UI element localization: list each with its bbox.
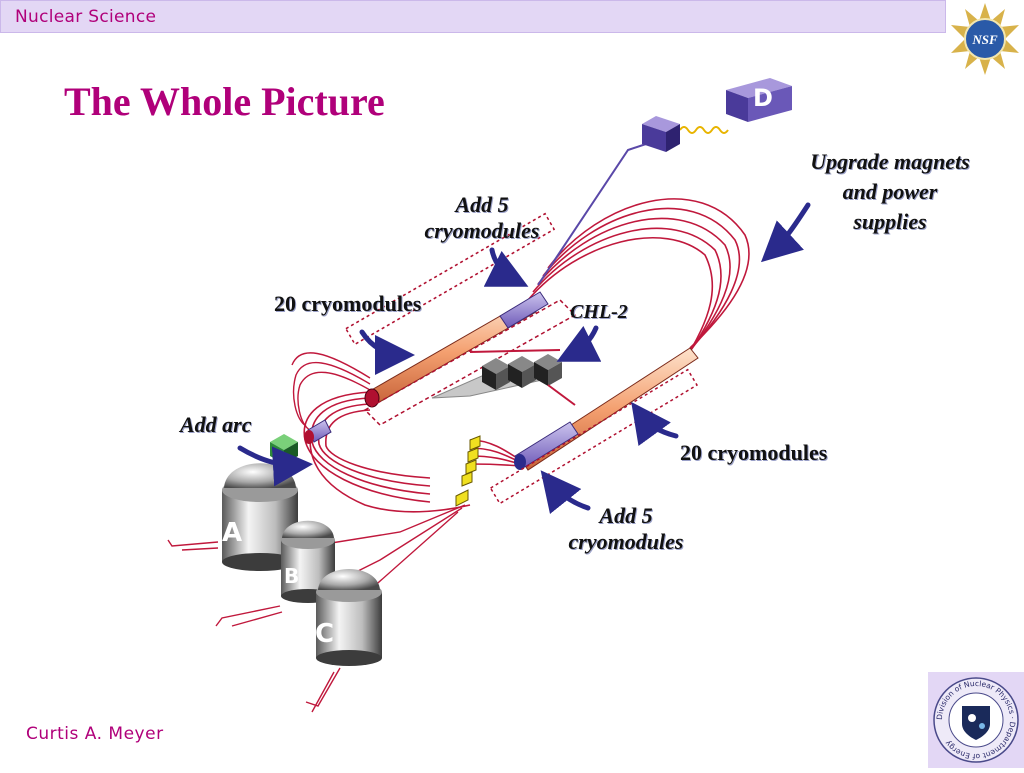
injector-cube [270, 434, 298, 464]
label-add-arc: Add arc [180, 412, 252, 437]
south-linac [489, 347, 699, 505]
extraction-magnets [455, 435, 481, 507]
label-add5-top: Add 5 cryomodules [412, 192, 552, 244]
arrow-add5-bottom [540, 470, 591, 515]
west-arc-outer [291, 352, 371, 431]
label-upgrade-magnets-line1: Upgrade magnets [810, 149, 970, 174]
nsf-logo-text: NSF [971, 32, 998, 47]
hall-d [726, 78, 792, 122]
label-add5-bottom: Add 5 cryomodules [556, 503, 696, 555]
label-20cryo-left: 20 cryomodules [274, 291, 422, 316]
label-add5-bottom-line1: Add 5 [599, 503, 653, 528]
north-linac [304, 212, 556, 444]
footer-author: Curtis A. Meyer [26, 724, 164, 744]
hall-d-label: D [753, 84, 773, 112]
pointer-arrows [237, 202, 811, 515]
arrow-chl2 [556, 325, 602, 362]
hall-c-label: C [315, 619, 335, 649]
hall-d-tagger [642, 116, 680, 152]
label-upgrade-magnets: Upgrade magnets and power supplies [790, 147, 990, 237]
arrow-20cryo-left [359, 329, 415, 375]
slide-title: The Whole Picture [64, 79, 385, 124]
label-add5-bottom-line2: cryomodules [568, 529, 684, 554]
arrow-upgrade-magnets [760, 202, 811, 263]
chl2-plant [363, 299, 577, 426]
west-arc-lines [303, 391, 471, 513]
doe-logo: Division of Nuclear Physics · Department… [933, 677, 1019, 763]
label-chl2: CHL-2 [570, 301, 628, 323]
hall-d-beamline [537, 141, 653, 286]
header-bar: Nuclear Science [0, 0, 946, 33]
label-upgrade-magnets-line2: and power [842, 179, 938, 204]
arrow-add5-top [483, 247, 529, 287]
label-upgrade-magnets-line3: supplies [853, 209, 927, 234]
arrow-add-arc [237, 445, 313, 487]
east-arc-lines [527, 198, 750, 365]
arrow-20cryo-right [631, 401, 679, 446]
chl2-building-3 [534, 354, 562, 386]
label-add5-top-line2: cryomodules [424, 218, 540, 243]
hall-a-label: A [222, 518, 243, 548]
header-title: Nuclear Science [15, 7, 157, 27]
hall-c [305, 569, 382, 713]
label-20cryo-right: 20 cryomodules [680, 440, 828, 465]
chl2-building-1 [482, 358, 510, 390]
chl2-building-2 [508, 356, 536, 388]
photon-wiggle [679, 126, 729, 134]
label-add5-top-line1: Add 5 [455, 192, 509, 217]
hall-b-label: B [284, 564, 300, 588]
doe-logo-panel: Division of Nuclear Physics · Department… [928, 672, 1024, 768]
nsf-logo: NSF [951, 3, 1019, 75]
